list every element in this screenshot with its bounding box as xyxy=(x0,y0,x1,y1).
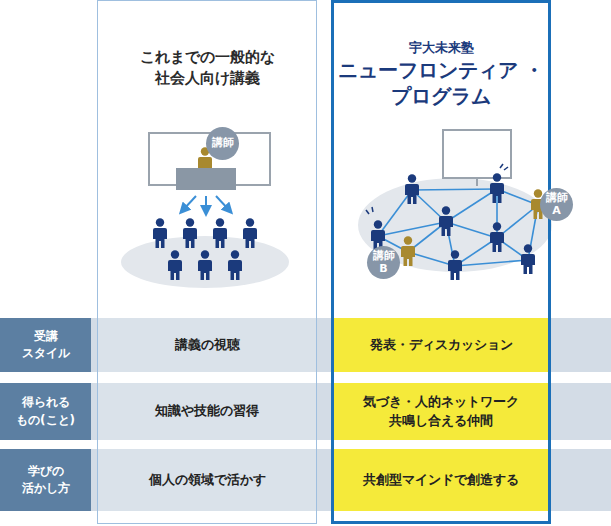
table-cell: 講義の視聴 xyxy=(98,318,316,372)
panel-header: 宇大未来塾ニューフロンティア ・プログラム xyxy=(334,39,548,109)
badge-text: 講師 A xyxy=(545,192,569,216)
lecturer-badge: 講師 A xyxy=(540,188,573,221)
cell-text: 気づき・人的ネットワーク 共鳴し合える仲間 xyxy=(342,393,540,431)
cell-text: 学びの 活かし方 xyxy=(15,463,77,498)
row-band xyxy=(0,318,611,372)
cell-text: 知識や技能の習得 xyxy=(155,402,259,421)
arrow xyxy=(183,196,196,210)
cell-text: 得られる もの(こと) xyxy=(15,394,77,429)
cell-text: 講義の視聴 xyxy=(175,336,240,355)
table-cell: 発表・ディスカッション xyxy=(334,318,548,372)
column-panel: これまでの一般的な 社会人向け講義講師講義の視聴知識や技能の習得個人の領域で活か… xyxy=(97,0,317,524)
cell-text: 共創型マインドで創造する xyxy=(363,471,519,490)
audience xyxy=(153,218,257,280)
lecturer-figures xyxy=(401,189,545,266)
row-header: 学びの 活かし方 xyxy=(0,449,91,511)
cell-text: 受講 スタイル xyxy=(15,328,77,363)
lecturer-badge: 講師 B xyxy=(367,246,400,279)
column-panel: 宇大未来塾ニューフロンティア ・プログラム講師 A講師 B発表・ディスカッション… xyxy=(331,0,551,524)
cell-text: 発表・ディスカッション xyxy=(370,336,513,355)
arrow xyxy=(205,196,207,211)
row-header: 受講 スタイル xyxy=(0,318,91,372)
lecturer-badge: 講師 xyxy=(206,127,239,160)
floor-ellipse xyxy=(121,236,289,288)
cell-text: 個人の領域で活かす xyxy=(149,471,266,490)
badge-text: 講師 xyxy=(211,137,235,149)
row-header: 得られる もの(こと) xyxy=(0,383,91,440)
screen xyxy=(443,130,511,178)
table-cell: 知識や技能の習得 xyxy=(98,383,316,440)
screen-stand xyxy=(476,178,478,186)
table-cell: 共創型マインドで創造する xyxy=(334,449,548,511)
heading-text: これまでの一般的な 社会人向け講義 xyxy=(103,47,311,89)
row-band xyxy=(0,449,611,511)
heading-text: ニューフロンティア ・プログラム xyxy=(337,57,545,109)
podium xyxy=(176,168,236,190)
table-cell: 気づき・人的ネットワーク 共鳴し合える仲間 xyxy=(334,383,548,440)
panel-header: これまでの一般的な 社会人向け講義 xyxy=(98,47,316,89)
arrow xyxy=(216,196,229,210)
sparkle xyxy=(366,164,508,214)
badge-text: 講師 B xyxy=(372,250,396,274)
table-cell: 個人の領域で活かす xyxy=(98,449,316,511)
heading-text: 宇大未来塾 xyxy=(409,39,474,57)
row-band xyxy=(0,383,611,440)
